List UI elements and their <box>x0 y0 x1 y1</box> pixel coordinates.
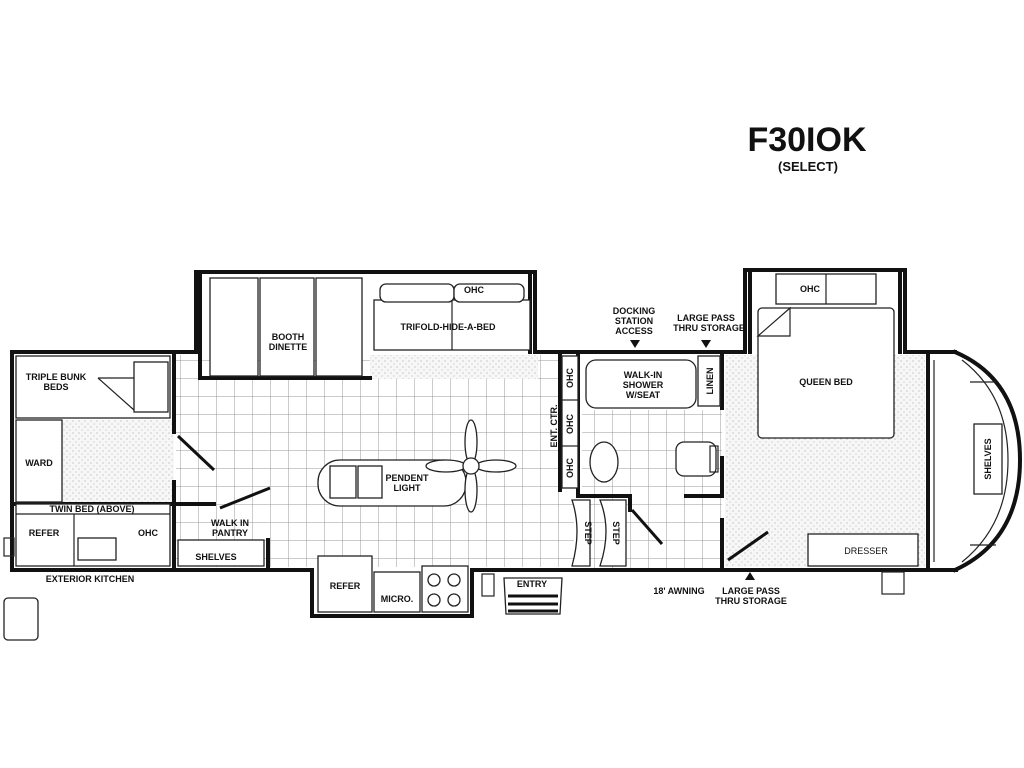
label-shelves-pantry: SHELVES <box>195 552 236 562</box>
label-booth-dinette-1: BOOTH <box>272 332 305 342</box>
pantry-shelves <box>177 539 265 567</box>
interior-step-b <box>599 499 627 567</box>
label-shower-3: W/SEAT <box>626 390 661 400</box>
bath-floor <box>582 410 722 568</box>
label-refer-kitchen: REFER <box>330 581 361 591</box>
arrow-docking <box>630 340 640 348</box>
label-triple-bunk-2: BEDS <box>43 382 68 392</box>
label-booth-dinette-2: DINETTE <box>269 342 308 352</box>
label-linen: LINEN <box>705 368 715 395</box>
sofa-slide-floor <box>370 355 538 379</box>
refrigerator <box>317 555 373 613</box>
label-refer-outdoor: REFER <box>29 528 60 538</box>
label-triple-bunk-1: TRIPLE BUNK <box>26 372 87 382</box>
label-pendent-light-1: PENDENT <box>385 473 429 483</box>
bunk-ladder <box>133 361 169 413</box>
label-micro: MICRO. <box>381 594 414 604</box>
label-step-a: STEP <box>583 521 593 545</box>
model-name: F30IOK <box>747 121 866 159</box>
label-twin-bed: TWIN BED (ABOVE) <box>50 504 135 514</box>
sink-right <box>357 465 383 499</box>
label-queen-bed: QUEEN BED <box>799 377 853 387</box>
trifold-sofa <box>373 283 531 351</box>
door-swings <box>176 434 769 562</box>
outdoor-sink <box>77 537 117 561</box>
label-walk-in-pantry-1: WALK IN <box>211 518 249 528</box>
outdoor-grill <box>3 597 39 641</box>
label-ohc-a: OHC <box>565 368 575 389</box>
model-trim: (SELECT) <box>778 159 838 174</box>
label-ohc-c: OHC <box>565 458 575 479</box>
label-pass-top-2: THRU STORAGE <box>673 323 745 333</box>
entry-steps <box>503 577 563 615</box>
interior-step-a <box>571 499 591 567</box>
label-shelves-nose: SHELVES <box>983 438 993 479</box>
label-ward: WARD <box>25 458 53 468</box>
bunk-floor <box>62 420 174 502</box>
label-docking-1: DOCKING <box>613 306 656 316</box>
queen-bed <box>757 307 895 439</box>
label-shower-1: WALK-IN <box>624 370 663 380</box>
label-pass-bottom-2: THRU STORAGE <box>715 596 787 606</box>
label-shower-2: SHOWER <box>623 380 664 390</box>
label-ent-ctr: ENT. CTR. <box>549 404 559 447</box>
label-ohc-bed: OHC <box>800 284 821 294</box>
arrow-pass-top <box>701 340 711 348</box>
label-step-b: STEP <box>611 521 621 545</box>
toilet <box>675 441 717 477</box>
label-exterior-kitchen: EXTERIOR KITCHEN <box>46 574 135 584</box>
label-ohc-b: OHC <box>565 414 575 435</box>
label-docking-3: ACCESS <box>615 326 653 336</box>
nose-shelves <box>973 423 1003 495</box>
linen-closet <box>697 355 721 407</box>
label-ohc-sofa: OHC <box>464 285 485 295</box>
bath-sink <box>589 441 619 483</box>
label-awning: 18' AWNING <box>653 586 704 596</box>
dresser <box>807 533 919 567</box>
ceiling-fan <box>425 419 517 513</box>
booth-dinette <box>209 277 363 377</box>
ohc-column <box>561 355 579 489</box>
front-cap <box>952 349 1023 573</box>
label-trifold: TRIFOLD-HIDE-A-BED <box>401 322 496 332</box>
label-docking-2: STATION <box>615 316 653 326</box>
microwave-counter <box>373 571 421 613</box>
walk-in-shower <box>585 359 697 409</box>
arrow-pass-bottom <box>745 572 755 580</box>
label-walk-in-pantry-2: PANTRY <box>212 528 248 538</box>
label-dresser: DRESSER <box>844 546 888 556</box>
label-entry: ENTRY <box>517 579 547 589</box>
sink-left <box>329 465 357 499</box>
label-ohc-outdoor: OHC <box>138 528 159 538</box>
wardrobe <box>15 419 63 503</box>
cooktop <box>421 565 469 613</box>
label-pass-top-1: LARGE PASS <box>677 313 735 323</box>
label-pass-bottom-1: LARGE PASS <box>722 586 780 596</box>
label-pendent-light-2: LIGHT <box>394 483 421 493</box>
